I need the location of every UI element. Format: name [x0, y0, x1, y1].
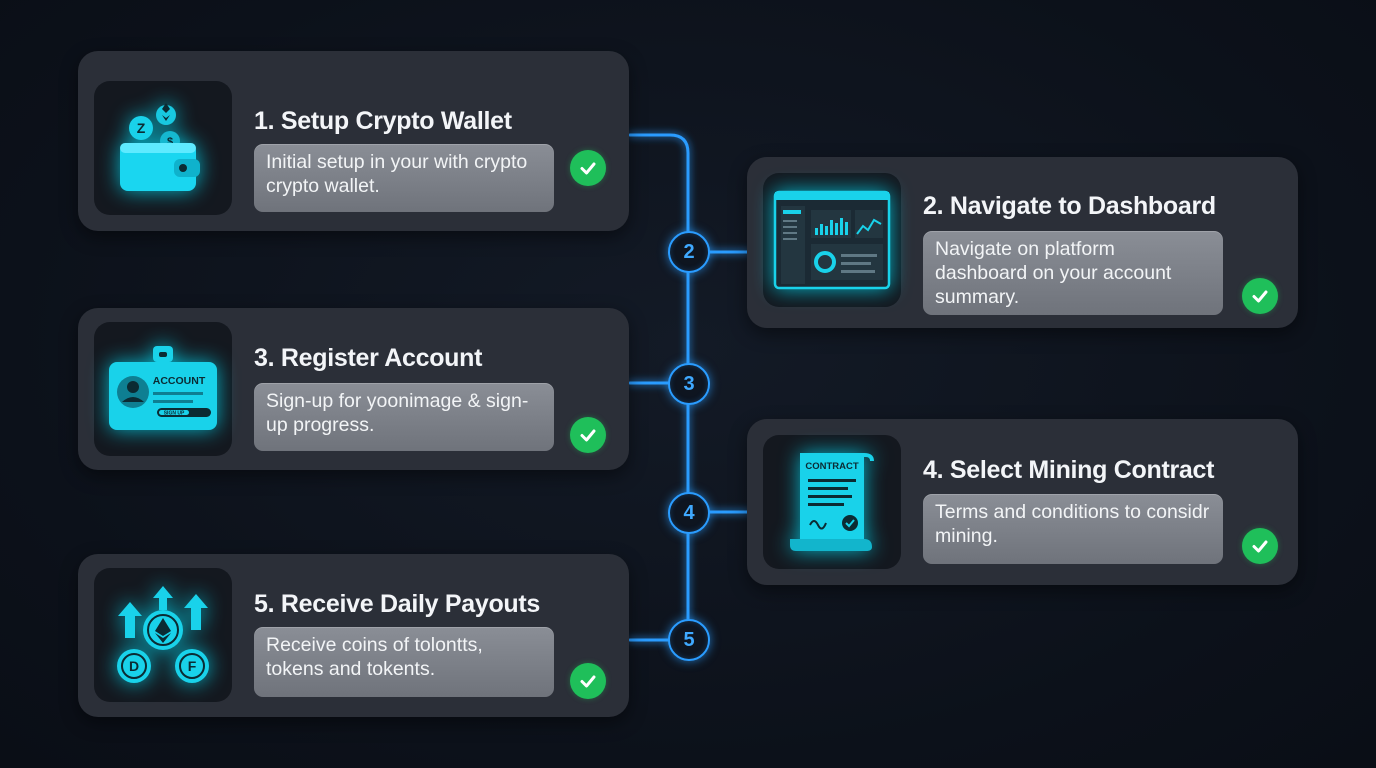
account-card-icon: ACCOUNT SIGN UP	[94, 322, 232, 456]
step-card-setup-wallet[interactable]: Z $ 1. Setup Crypto Wallet Initial setup…	[78, 51, 629, 231]
check-icon	[570, 663, 606, 699]
step-title: 1. Setup Crypto Wallet	[254, 107, 512, 135]
coins-payout-icon: D F	[94, 568, 232, 702]
step-description: Terms and conditions to considr mining.	[923, 494, 1223, 564]
step-card-mining-contract[interactable]: CONTRACT 4. Select Mining Contract Terms…	[747, 419, 1298, 585]
svg-text:D: D	[129, 658, 139, 674]
contract-icon: CONTRACT	[763, 435, 901, 569]
timeline-node-2: 2	[668, 231, 710, 273]
step-card-daily-payouts[interactable]: D F 5. Receive Daily Payouts Receive coi…	[78, 554, 629, 717]
signup-button-text: SIGN UP	[164, 411, 185, 417]
timeline-node-5: 5	[668, 619, 710, 661]
step-description: Navigate on platform dashboard on your a…	[923, 231, 1223, 315]
step-card-register[interactable]: ACCOUNT SIGN UP 3. Register Account Sign…	[78, 308, 629, 470]
svg-text:$: $	[167, 136, 173, 148]
dashboard-icon	[763, 173, 901, 307]
wallet-icon: Z $	[94, 81, 232, 215]
svg-text:F: F	[188, 658, 197, 674]
timeline-node-4: 4	[668, 492, 710, 534]
step-description: Sign-up for yoonimage & sign-up progress…	[254, 383, 554, 451]
check-icon	[1242, 278, 1278, 314]
step-title: 2. Navigate to Dashboard	[923, 192, 1216, 220]
step-title: 3. Register Account	[254, 344, 483, 372]
step-title: 5. Receive Daily Payouts	[254, 590, 541, 618]
check-icon	[570, 150, 606, 186]
svg-text:Z: Z	[137, 120, 146, 136]
account-badge-text: ACCOUNT	[153, 375, 206, 387]
step-description: Initial setup in your with crypto crypto…	[254, 144, 554, 212]
step-card-dashboard[interactable]: 2. Navigate to Dashboard Navigate on pla…	[747, 157, 1298, 328]
step-description: Receive coins of tolontts, tokens and to…	[254, 627, 554, 697]
step-title: 4. Select Mining Contract	[923, 456, 1215, 484]
contract-badge-text: CONTRACT	[805, 461, 858, 472]
check-icon	[570, 417, 606, 453]
check-icon	[1242, 528, 1278, 564]
timeline-node-3: 3	[668, 363, 710, 405]
